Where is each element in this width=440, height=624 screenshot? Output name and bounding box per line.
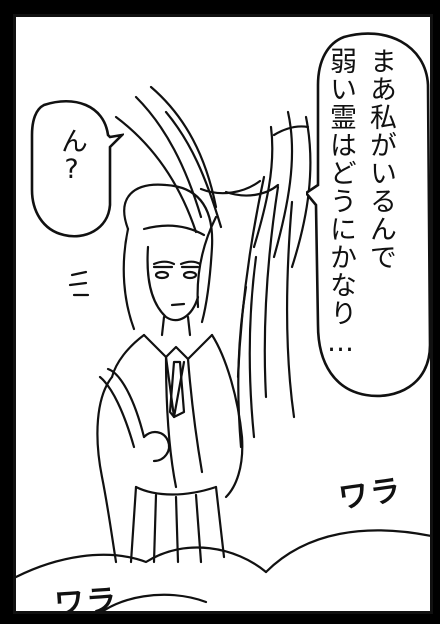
spirit-wisps — [114, 85, 312, 449]
speech-bubble-main — [306, 32, 430, 398]
speech-bubble-reaction — [30, 100, 124, 238]
sound-effect-rumble-right: ワラ — [336, 472, 405, 517]
speech-text-reaction: ん? — [56, 127, 87, 185]
panel-illustration — [16, 85, 430, 611]
sound-effect-rumble-left: ワラ — [53, 582, 120, 614]
manga-panel: まあ私がいるんで弱い霊はどうにかなり… ん? ワラ ワラ — [13, 14, 433, 614]
ground-mounds — [16, 529, 430, 611]
girl-character — [68, 183, 244, 564]
speech-text-main: まあ私がいるんで弱い霊はどうにかなり… — [325, 47, 396, 359]
